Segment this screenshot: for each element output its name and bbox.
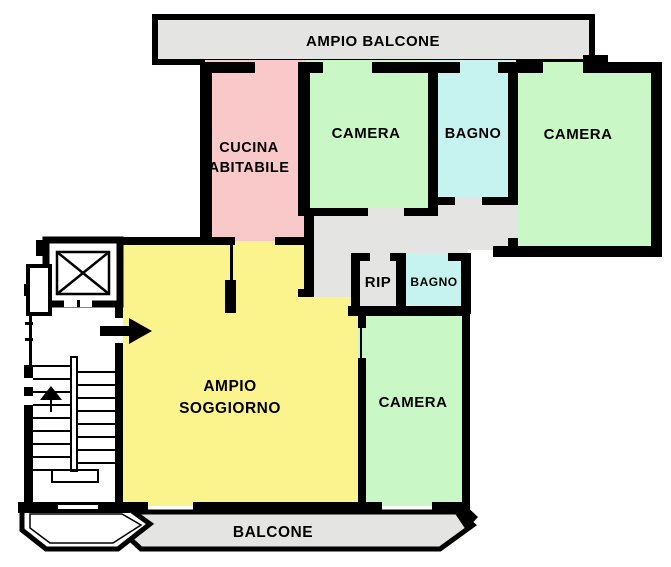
label-camera-nord: CAMERA <box>332 125 401 142</box>
elevator-door-tick <box>77 300 80 307</box>
door-panel-cucina <box>225 280 236 313</box>
window-tick <box>25 338 33 341</box>
door-leaf-camera-sud <box>360 328 362 358</box>
closet <box>26 264 52 316</box>
window-tick <box>25 322 33 325</box>
stair-wall <box>24 365 33 502</box>
bay-window-slit <box>58 505 98 509</box>
label-camera-sud: CAMERA <box>379 394 448 411</box>
room-balcone-nord <box>152 14 595 65</box>
door-leaf-cucina <box>230 245 233 280</box>
stair-stringer <box>70 358 72 472</box>
label-bagno-grande: BAGNO <box>445 126 501 142</box>
label-rip: RIP <box>365 274 392 291</box>
stair-window <box>24 396 33 405</box>
room-bagno-grande <box>430 60 516 205</box>
label-balcone-nord: AMPIO BALCONE <box>306 33 440 50</box>
stair-landing <box>51 469 99 483</box>
room-fills <box>123 14 658 552</box>
room-soggiorno <box>123 241 358 506</box>
label-balcone-sud: BALCONE <box>233 524 313 541</box>
entrance-arrow-icon <box>100 318 152 344</box>
elevator-x-icon <box>56 251 110 295</box>
corner-wall <box>454 502 478 530</box>
stairwell <box>18 236 155 552</box>
room-labels: AMPIO BALCONE CUCINA ABITABILE CAMERA BA… <box>179 33 612 541</box>
wall-jog <box>36 240 48 256</box>
bay-window-inner <box>29 513 143 544</box>
room-cucina <box>205 60 305 245</box>
label-soggiorno-line1: AMPIO <box>203 378 256 395</box>
stair-treads-right <box>78 371 115 464</box>
stair-direction-line <box>50 400 52 412</box>
label-cucina-line2: ABITABILE <box>209 160 290 176</box>
stair-stringer-cap <box>70 356 78 358</box>
label-camera-est: CAMERA <box>544 126 613 143</box>
stair-stringer <box>76 358 78 472</box>
room-camera-est <box>512 62 658 250</box>
window-tick <box>24 284 29 296</box>
room-camera-sud <box>358 310 468 506</box>
stair-window <box>24 378 33 387</box>
room-bagno-piccolo <box>400 253 461 310</box>
stair-direction-arrow-icon <box>40 386 62 400</box>
label-soggiorno-line2: SOGGIORNO <box>179 400 281 417</box>
label-bagno-piccolo: BAGNO <box>410 275 457 289</box>
label-cucina-line1: CUCINA <box>219 140 278 156</box>
room-camera-nord <box>305 60 433 215</box>
